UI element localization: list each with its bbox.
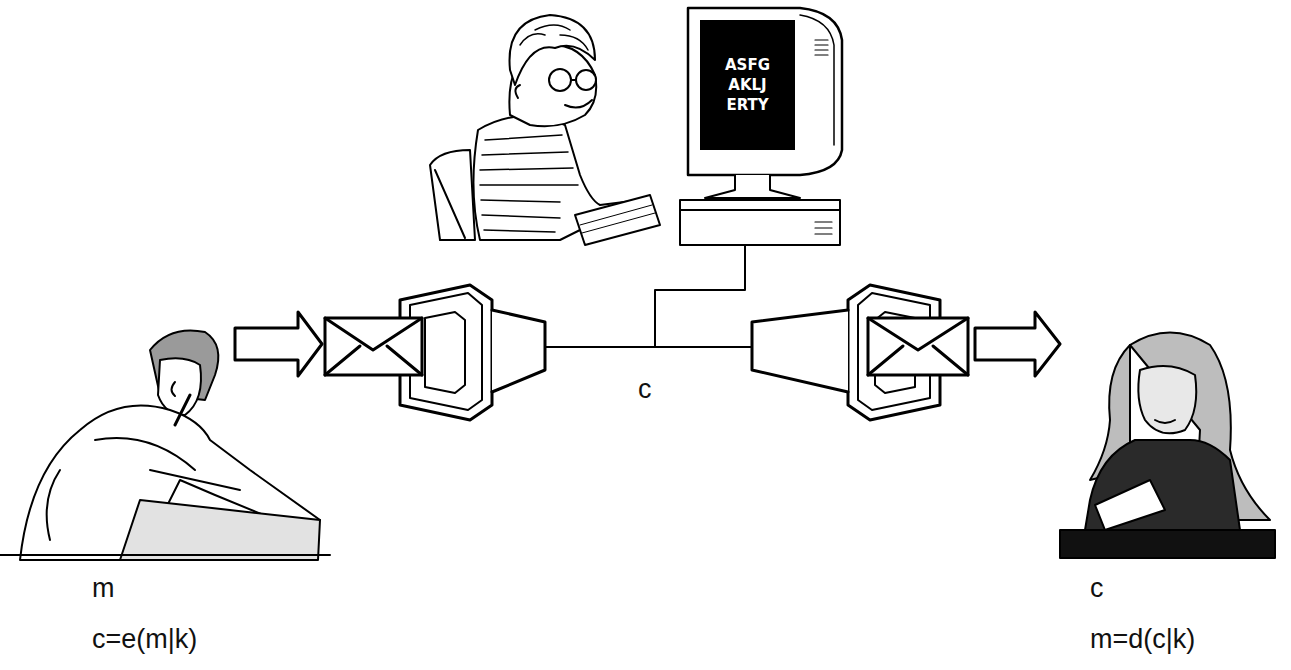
receiver-figure bbox=[1060, 333, 1275, 559]
eavesdropper-figure bbox=[565, 100, 592, 108]
ciphertext-label: c bbox=[1090, 573, 1104, 603]
sender-figure bbox=[172, 382, 176, 396]
computer bbox=[680, 209, 840, 211]
receiver-figure bbox=[1085, 440, 1240, 530]
envelope bbox=[325, 346, 360, 375]
computer bbox=[815, 39, 828, 40]
block-arrow bbox=[975, 312, 1060, 376]
sender-figure bbox=[95, 438, 195, 470]
envelope bbox=[868, 346, 903, 375]
sender-figure bbox=[0, 554, 330, 556]
monitor bbox=[425, 312, 465, 393]
screen-text: ASFG AKLJ ERTY bbox=[719, 55, 777, 115]
keyboard bbox=[580, 205, 652, 225]
computer bbox=[688, 8, 842, 175]
decryption-formula: m=d(c|k) bbox=[1090, 624, 1195, 654]
computer bbox=[815, 49, 828, 50]
computer bbox=[680, 200, 840, 245]
eavesdropper-figure bbox=[571, 79, 576, 81]
computer bbox=[800, 15, 834, 145]
eavesdropper-figure bbox=[480, 168, 573, 170]
computer bbox=[815, 222, 832, 234]
eavesdropper-figure bbox=[520, 34, 545, 45]
network-wire bbox=[540, 346, 752, 348]
computer bbox=[815, 44, 828, 45]
block-arrow bbox=[235, 312, 322, 376]
receiver-figure bbox=[1138, 366, 1196, 433]
chair bbox=[430, 150, 475, 240]
sender-figure bbox=[0, 330, 330, 560]
sender-figure bbox=[175, 395, 190, 425]
computer bbox=[815, 54, 828, 55]
envelope bbox=[325, 318, 422, 375]
computer bbox=[815, 233, 832, 234]
plaintext-label: m bbox=[92, 573, 115, 603]
computer bbox=[680, 8, 842, 245]
computer bbox=[815, 227, 832, 228]
receiver-figure bbox=[1060, 530, 1275, 558]
monitor bbox=[752, 310, 848, 392]
envelope bbox=[868, 318, 968, 375]
envelope bbox=[387, 346, 422, 375]
envelope bbox=[868, 318, 968, 350]
keyboard bbox=[582, 213, 655, 233]
keyboard bbox=[575, 195, 660, 245]
chair bbox=[435, 170, 465, 238]
eavesdropper-figure bbox=[535, 25, 570, 30]
eavesdropper-figure bbox=[484, 230, 555, 232]
eavesdropper-figure bbox=[520, 25, 588, 50]
receiver-figure bbox=[1155, 420, 1175, 423]
sender-figure bbox=[158, 358, 201, 415]
keyboard bbox=[580, 205, 655, 233]
encryption-formula: c=e(m|k) bbox=[92, 624, 197, 654]
sender-figure bbox=[20, 406, 320, 561]
computer bbox=[815, 40, 828, 55]
chair bbox=[430, 150, 475, 240]
network-wire bbox=[540, 245, 752, 347]
keyboard bbox=[575, 195, 660, 245]
eavesdropper-figure bbox=[485, 135, 562, 140]
eavesdropper-figure bbox=[482, 152, 568, 155]
monitor bbox=[492, 310, 545, 392]
envelope bbox=[325, 318, 422, 375]
eavesdropper-figure bbox=[480, 135, 578, 232]
eavesdropper-figure bbox=[560, 35, 588, 50]
illustration bbox=[0, 8, 1275, 560]
sender-figure bbox=[120, 500, 320, 560]
eavesdropper-figure bbox=[576, 70, 596, 90]
eavesdropper-figure bbox=[549, 69, 571, 91]
receiver-figure bbox=[1095, 480, 1165, 530]
envelope bbox=[933, 346, 968, 375]
channel-label: c bbox=[638, 374, 652, 404]
eavesdropper-figure bbox=[480, 184, 578, 186]
network-wire bbox=[655, 245, 745, 347]
computer bbox=[705, 175, 800, 198]
computer-screen: ASFG AKLJ ERTY bbox=[700, 20, 795, 150]
sender-figure bbox=[150, 470, 240, 490]
eavesdropper-figure bbox=[515, 85, 520, 98]
sender-figure bbox=[47, 470, 60, 540]
envelope bbox=[325, 318, 422, 350]
envelope bbox=[868, 318, 968, 375]
eavesdropper-figure bbox=[481, 200, 560, 202]
eavesdropper-figure bbox=[482, 215, 560, 218]
computer bbox=[815, 221, 832, 222]
